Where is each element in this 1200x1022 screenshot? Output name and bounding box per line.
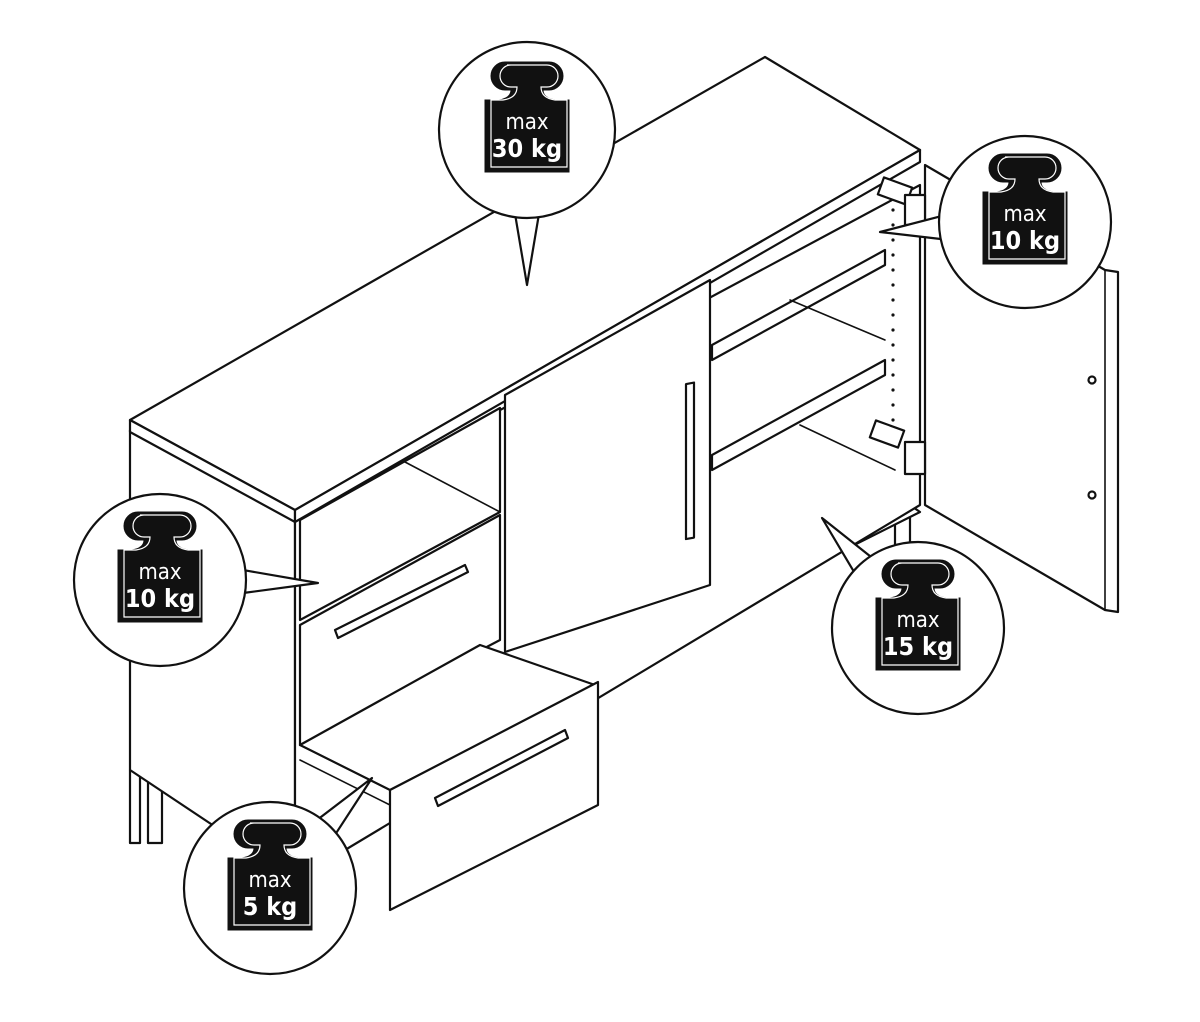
weight-value: 30 kg <box>491 134 563 163</box>
max-label: max <box>1003 202 1047 227</box>
weight-value: 15 kg <box>882 632 954 661</box>
shelf-pin-holes <box>891 208 895 422</box>
weight-icon <box>875 559 961 671</box>
door-handle <box>684 381 696 541</box>
weight-callout-upper-shelf-right <box>878 134 1113 310</box>
weight-value: 5 kg <box>242 892 298 921</box>
max-label: max <box>896 608 940 633</box>
right-compartment <box>710 248 896 472</box>
hinge-lower <box>868 419 927 476</box>
weight-icon <box>484 61 570 173</box>
weight-icon <box>227 819 313 931</box>
weight-callout-open-compartment-left <box>72 492 320 668</box>
max-label: max <box>505 110 549 135</box>
center-door <box>503 278 712 654</box>
weight-callout-lower-shelf-right <box>820 516 1006 716</box>
weight-callout-bottom-drawer <box>182 776 374 976</box>
upper-drawer-handle <box>333 563 470 640</box>
lower-drawer-handle <box>433 728 570 808</box>
weight-callout-top <box>437 40 617 287</box>
hinge-upper <box>876 176 927 227</box>
max-label: max <box>138 560 182 585</box>
weight-icon <box>117 511 203 623</box>
weight-icon <box>982 153 1068 265</box>
max-label: max <box>248 868 292 893</box>
weight-value: 10 kg <box>124 584 196 613</box>
weight-value: 10 kg <box>989 226 1061 255</box>
